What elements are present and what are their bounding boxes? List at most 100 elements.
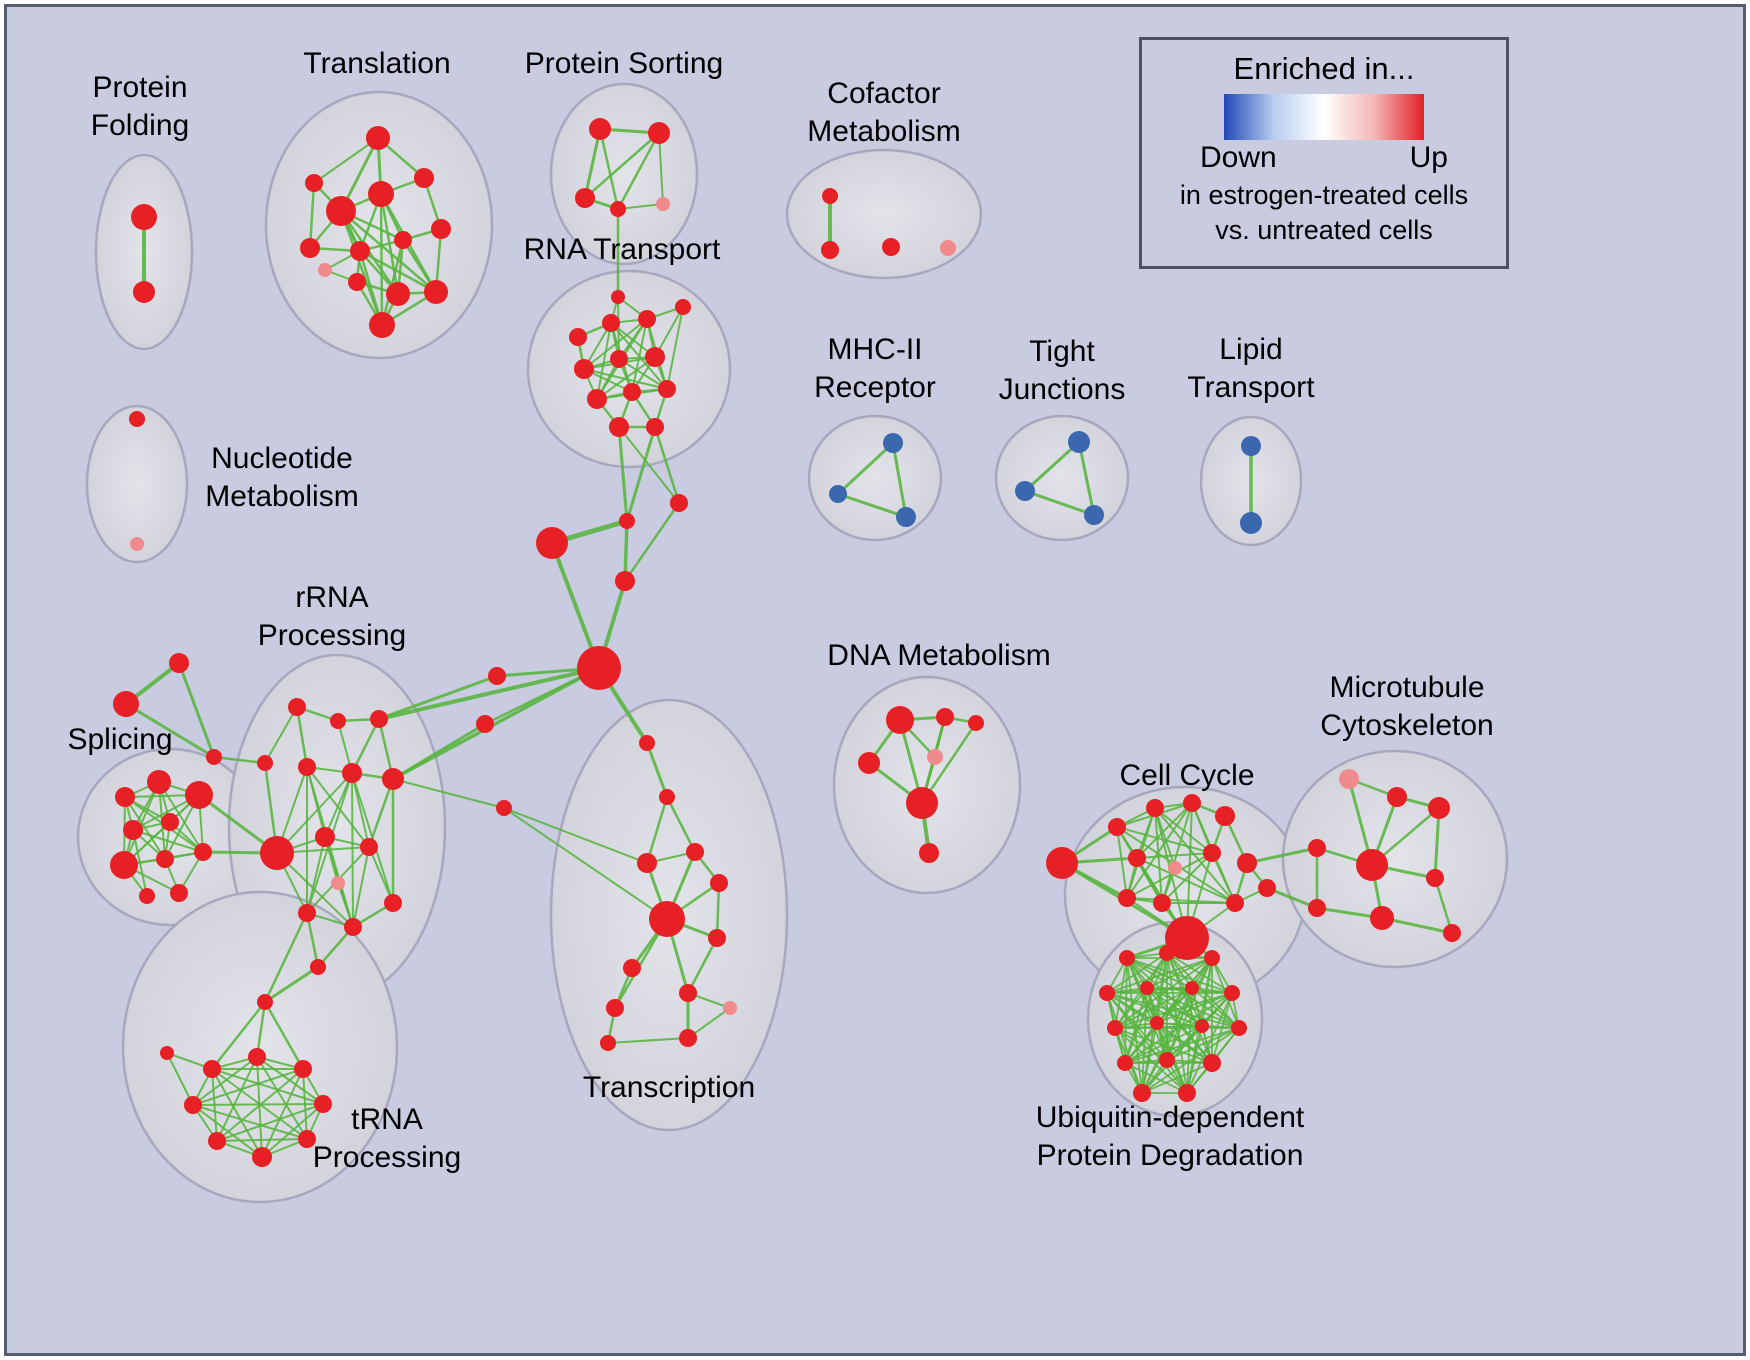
node-dna_metabolism-3[interactable] xyxy=(858,752,880,774)
node-splice_neighbors-2[interactable] xyxy=(206,749,222,765)
node-rrna_processing-3[interactable] xyxy=(257,755,273,771)
node-rrna_processing-10[interactable] xyxy=(360,838,378,856)
node-rna_transport-11[interactable] xyxy=(646,418,664,436)
node-tight_junctions-2[interactable] xyxy=(1084,505,1104,525)
node-transcription-4[interactable] xyxy=(710,874,728,892)
node-protein_sorting-3[interactable] xyxy=(610,201,626,217)
node-trna_processing-7[interactable] xyxy=(252,1147,272,1167)
node-splicing-0[interactable] xyxy=(115,787,135,807)
node-translation-1[interactable] xyxy=(305,174,323,192)
node-cofactor_metabolism-3[interactable] xyxy=(940,240,956,256)
node-ubiquitin_degradation-14[interactable] xyxy=(1133,1084,1151,1102)
node-ubiquitin_degradation-13[interactable] xyxy=(1203,1054,1221,1072)
node-translation-0[interactable] xyxy=(366,126,390,150)
node-transcription-0[interactable] xyxy=(639,735,655,751)
node-nucleotide_metabolism-1[interactable] xyxy=(130,537,144,551)
node-translation-2[interactable] xyxy=(326,196,356,226)
node-mhc_receptor-2[interactable] xyxy=(896,507,916,527)
node-microtubule_cytoskeleton-7[interactable] xyxy=(1370,906,1394,930)
node-cell_cycle-2[interactable] xyxy=(1146,799,1164,817)
node-trna_processing-5[interactable] xyxy=(314,1095,332,1113)
node-splicing-9[interactable] xyxy=(139,888,155,904)
node-splice_neighbors-1[interactable] xyxy=(113,691,139,717)
node-translation-3[interactable] xyxy=(368,181,394,207)
node-dna_metabolism-1[interactable] xyxy=(936,708,954,726)
node-mhc_receptor-1[interactable] xyxy=(829,485,847,503)
node-transcription-1[interactable] xyxy=(659,789,675,805)
node-microtubule_cytoskeleton-1[interactable] xyxy=(1387,787,1407,807)
node-trna_processing-6[interactable] xyxy=(298,1130,316,1148)
node-ubiquitin_degradation-1[interactable] xyxy=(1159,945,1175,961)
node-rna_transport-7[interactable] xyxy=(587,389,607,409)
node-microtubule_cytoskeleton-8[interactable] xyxy=(1443,924,1461,942)
node-cell_cycle-13[interactable] xyxy=(1258,879,1276,897)
node-cell_cycle-10[interactable] xyxy=(1153,894,1171,912)
node-cell_cycle-9[interactable] xyxy=(1118,889,1136,907)
node-rna_transport-8[interactable] xyxy=(623,383,641,401)
node-links-1[interactable] xyxy=(619,513,635,529)
node-trna_processing-1[interactable] xyxy=(160,1046,174,1060)
node-ubiquitin_degradation-2[interactable] xyxy=(1204,950,1220,966)
node-rna_transport-12[interactable] xyxy=(611,290,625,304)
node-microtubule_cytoskeleton-5[interactable] xyxy=(1426,869,1444,887)
node-protein_folding-0[interactable] xyxy=(131,204,157,230)
node-cell_cycle-1[interactable] xyxy=(1108,818,1126,836)
node-splicing-1[interactable] xyxy=(147,770,171,794)
node-splice_neighbors-0[interactable] xyxy=(169,653,189,673)
node-lipid_transport-0[interactable] xyxy=(1241,436,1261,456)
node-ubiquitin_degradation-0[interactable] xyxy=(1119,950,1135,966)
node-cell_cycle-12[interactable] xyxy=(1226,894,1244,912)
node-trna_processing-2[interactable] xyxy=(203,1060,221,1078)
node-rrna_processing-13[interactable] xyxy=(384,894,402,912)
node-links-4[interactable] xyxy=(577,646,621,690)
node-cell_cycle-0[interactable] xyxy=(1046,847,1078,879)
node-splicing-5[interactable] xyxy=(110,851,138,879)
node-rrna_processing-2[interactable] xyxy=(370,710,388,728)
node-rrna_processing-4[interactable] xyxy=(298,758,316,776)
node-ubiquitin_degradation-9[interactable] xyxy=(1195,1019,1209,1033)
node-links-6[interactable] xyxy=(476,715,494,733)
node-microtubule_cytoskeleton-3[interactable] xyxy=(1308,839,1326,857)
node-transcription-2[interactable] xyxy=(686,843,704,861)
node-rrna_processing-8[interactable] xyxy=(315,827,335,847)
node-transcription-5[interactable] xyxy=(649,901,685,937)
node-protein_folding-1[interactable] xyxy=(133,281,155,303)
node-ubiquitin_degradation-12[interactable] xyxy=(1159,1052,1175,1068)
node-dna_metabolism-6[interactable] xyxy=(919,843,939,863)
node-translation-10[interactable] xyxy=(348,273,366,291)
node-translation-7[interactable] xyxy=(394,231,412,249)
node-cofactor_metabolism-1[interactable] xyxy=(821,241,839,259)
node-cell_cycle-5[interactable] xyxy=(1128,849,1146,867)
node-ubiquitin_degradation-7[interactable] xyxy=(1107,1020,1123,1036)
node-ubiquitin_degradation-10[interactable] xyxy=(1231,1020,1247,1036)
node-protein_sorting-1[interactable] xyxy=(648,122,670,144)
node-cofactor_metabolism-0[interactable] xyxy=(822,188,838,204)
node-rna_transport-5[interactable] xyxy=(610,350,628,368)
node-transcription-3[interactable] xyxy=(637,853,657,873)
node-translation-13[interactable] xyxy=(369,312,395,338)
node-rrna_processing-11[interactable] xyxy=(298,904,316,922)
node-cell_cycle-7[interactable] xyxy=(1203,844,1221,862)
node-rrna_processing-6[interactable] xyxy=(382,768,404,790)
node-translation-12[interactable] xyxy=(424,280,448,304)
node-ubiquitin_degradation-15[interactable] xyxy=(1178,1084,1196,1102)
node-rrna_processing-5[interactable] xyxy=(342,763,362,783)
node-transcription-8[interactable] xyxy=(679,984,697,1002)
node-cell_cycle-3[interactable] xyxy=(1183,794,1201,812)
node-rrna_processing-0[interactable] xyxy=(288,698,306,716)
node-rna_transport-9[interactable] xyxy=(658,380,676,398)
node-rrna_processing-7[interactable] xyxy=(260,836,294,870)
node-ubiquitin_degradation-3[interactable] xyxy=(1099,985,1115,1001)
node-ubiquitin_degradation-8[interactable] xyxy=(1150,1016,1164,1030)
node-translation-8[interactable] xyxy=(431,219,451,239)
node-trna_processing-9[interactable] xyxy=(184,1096,202,1114)
node-splicing-4[interactable] xyxy=(161,813,179,831)
node-transcription-10[interactable] xyxy=(679,1029,697,1047)
node-cell_cycle-4[interactable] xyxy=(1215,806,1235,826)
node-microtubule_cytoskeleton-4[interactable] xyxy=(1356,849,1388,881)
node-microtubule_cytoskeleton-2[interactable] xyxy=(1428,797,1450,819)
node-ubiquitin_degradation-6[interactable] xyxy=(1224,985,1240,1001)
node-ubiquitin_degradation-4[interactable] xyxy=(1140,981,1154,995)
node-cell_cycle-6[interactable] xyxy=(1168,861,1182,875)
node-lipid_transport-1[interactable] xyxy=(1240,512,1262,534)
